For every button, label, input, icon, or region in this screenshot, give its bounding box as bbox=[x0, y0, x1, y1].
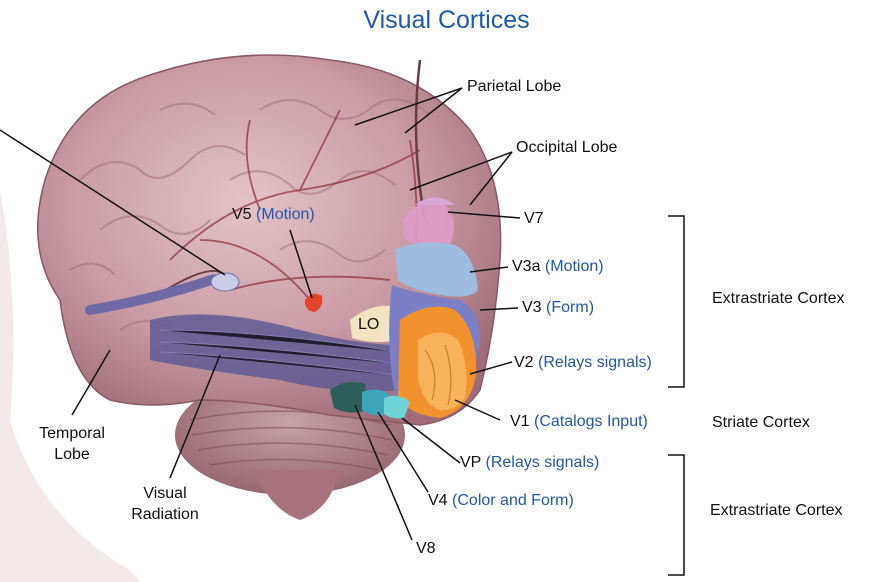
area-name: V1 bbox=[510, 413, 530, 430]
area-name: V2 bbox=[514, 354, 534, 371]
label-parietal-lobe: Parietal Lobe bbox=[467, 79, 561, 95]
area-function: (Relays signals) bbox=[538, 354, 652, 371]
area-function: (Motion) bbox=[256, 206, 315, 223]
bracket-lower bbox=[668, 455, 684, 575]
label-visual-radiation: Visual Radiation bbox=[115, 486, 215, 523]
temporal-line1: Temporal bbox=[30, 426, 114, 442]
area-name: V5 bbox=[232, 206, 252, 223]
page-title: Visual Cortices bbox=[0, 6, 893, 35]
label-v3: V3 (Form) bbox=[522, 300, 594, 316]
area-name: V3a bbox=[512, 258, 540, 275]
area-function: (Form) bbox=[546, 299, 594, 316]
area-function: (Color and Form) bbox=[452, 492, 574, 509]
label-v5: V5 (Motion) bbox=[232, 207, 315, 223]
area-name: V8 bbox=[416, 540, 436, 557]
area-function: (Relays signals) bbox=[486, 454, 600, 471]
label-occipital-lobe: Occipital Lobe bbox=[516, 140, 617, 156]
temporal-line2: Lobe bbox=[30, 447, 114, 463]
area-function: (Catalogs Input) bbox=[534, 413, 648, 430]
visual-radiation-line2: Radiation bbox=[115, 507, 215, 523]
label-lo: LO bbox=[358, 317, 379, 333]
label-v2: V2 (Relays signals) bbox=[514, 355, 652, 371]
label-v1: V1 (Catalogs Input) bbox=[510, 414, 648, 430]
label-v7: V7 bbox=[524, 211, 544, 227]
area-name: V7 bbox=[524, 210, 544, 227]
label-vp: VP (Relays signals) bbox=[460, 455, 599, 471]
label-extrastriate-upper: Extrastriate Cortex bbox=[712, 291, 844, 307]
label-v8: V8 bbox=[416, 541, 436, 557]
area-name: V4 bbox=[428, 492, 448, 509]
area-function: (Motion) bbox=[545, 258, 604, 275]
label-v4: V4 (Color and Form) bbox=[428, 493, 574, 509]
visual-radiation-line1: Visual bbox=[115, 486, 215, 502]
area-name: VP bbox=[460, 454, 481, 471]
area-name: V3 bbox=[522, 299, 542, 316]
bracket-upper bbox=[668, 216, 684, 387]
label-temporal-lobe: Temporal Lobe bbox=[30, 426, 114, 463]
label-extrastriate-lower: Extrastriate Cortex bbox=[710, 503, 842, 519]
label-striate-cortex: Striate Cortex bbox=[712, 415, 810, 431]
label-v3a: V3a (Motion) bbox=[512, 259, 604, 275]
